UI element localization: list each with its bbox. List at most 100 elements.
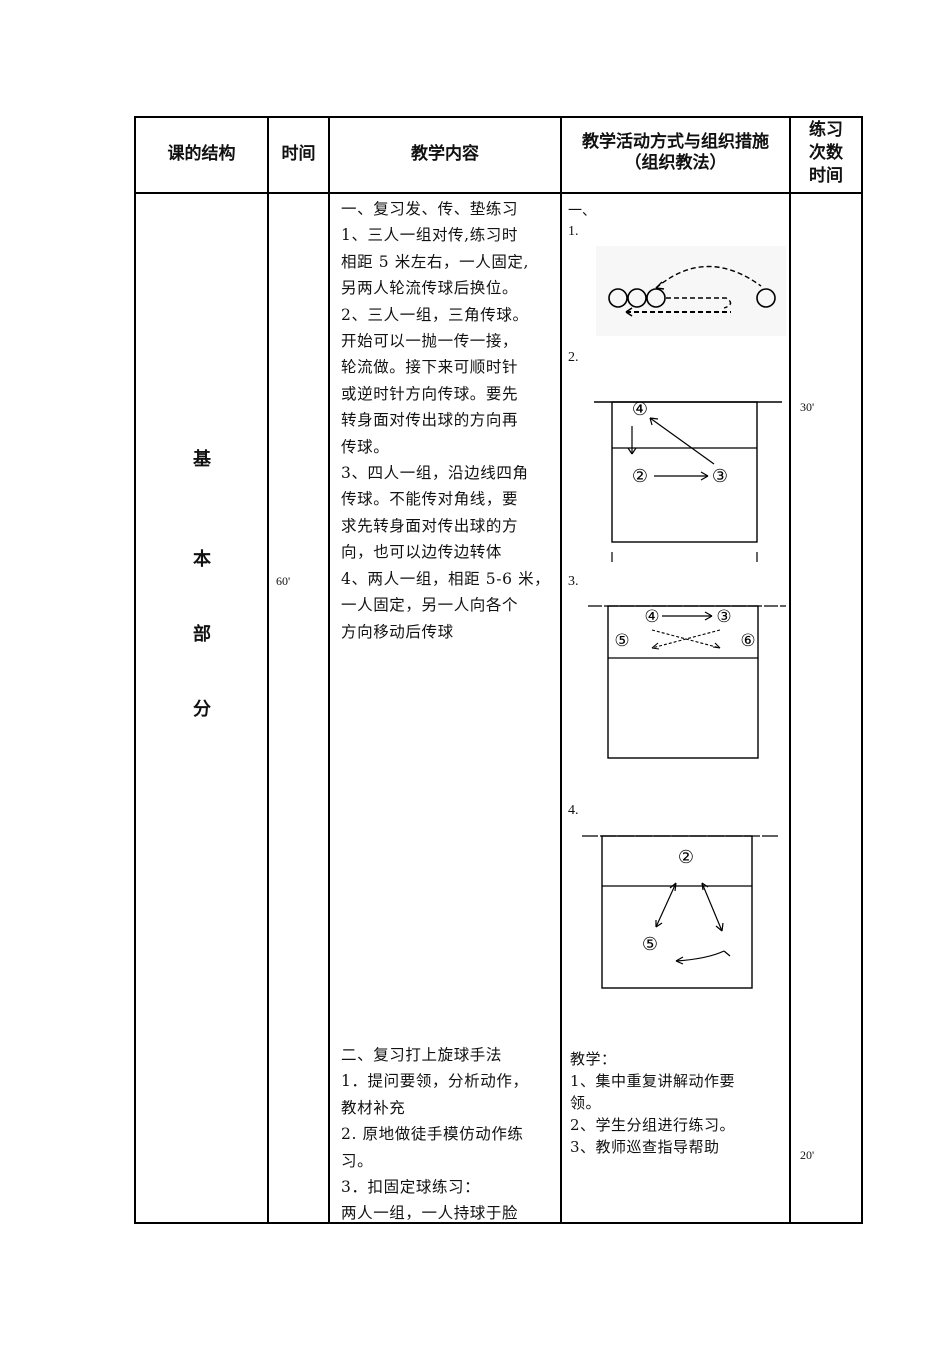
header-structure: 课的结构 xyxy=(167,144,236,164)
content-line: 3、四人一组，沿边线四角 xyxy=(341,464,529,483)
col-divider-4 xyxy=(789,118,791,1222)
header-practice-line1: 练习 xyxy=(809,120,843,140)
diagram-label-4: 4. xyxy=(568,803,579,818)
content-line: 转身面对传出球的方向再 xyxy=(341,411,519,430)
player-4-label: ④ xyxy=(632,399,648,420)
content-line: 2、三人一组，三角传球。 xyxy=(341,305,529,324)
content-line: 轮流做。接下来可顺时针 xyxy=(341,358,519,377)
section-char-2: 本 xyxy=(193,549,211,570)
content-line: 或逆时针方向传球。要先 xyxy=(341,384,519,403)
pass-arrow xyxy=(655,882,677,928)
pass-arrow xyxy=(701,882,723,932)
content-line: 开始可以一抛一传一接， xyxy=(341,332,519,351)
player-circle xyxy=(646,288,666,308)
arrow-head xyxy=(669,882,677,892)
header-activity: 教学活动方式与组织措施 （组织教法） xyxy=(562,132,789,174)
player-2-label: ② xyxy=(678,847,694,868)
pass-arrow xyxy=(675,950,725,962)
activity-head: 一、 xyxy=(568,204,596,219)
arrow-head xyxy=(655,281,665,290)
col-divider-3 xyxy=(560,118,562,1222)
diagram-3-court: ④ ③ ⑤ ⑥ xyxy=(588,605,786,759)
section-char-3: 部 xyxy=(193,624,211,645)
cross-pass xyxy=(651,629,721,649)
arrow-head xyxy=(701,882,709,891)
arrow-head xyxy=(700,471,709,481)
arrow-head xyxy=(627,447,637,455)
arrow-head xyxy=(675,956,684,965)
player-3-label: ③ xyxy=(716,607,731,627)
activity-line: 1、集中重复讲解动作要 xyxy=(570,1072,736,1090)
player-5-label: ⑤ xyxy=(614,631,629,651)
diagram-label-3: 3. xyxy=(568,574,579,589)
practice-time-a: 30' xyxy=(800,400,815,414)
content-line: 教材补充 xyxy=(341,1098,406,1117)
player-circle xyxy=(756,288,776,308)
content-line: 1、三人一组对传,练习时 xyxy=(341,226,518,245)
court-boundary xyxy=(611,401,758,543)
arrow-head xyxy=(655,920,663,928)
header-practice-line2: 次数 xyxy=(809,143,843,163)
arrow-head xyxy=(715,922,724,932)
activity-teaching: 教学：1、集中重复讲解动作要领。2、学生分组进行练习。3、教师巡查指导帮助 xyxy=(570,1048,792,1158)
header-practice: 练习 次数 时间 xyxy=(791,119,861,188)
diagram-label-2: 2. xyxy=(568,350,579,365)
content-line: 2. 原地做徒手模仿动作练 xyxy=(341,1125,524,1144)
arrow-head xyxy=(704,611,713,621)
content-line: 一、复习发、传、垫练习 xyxy=(341,200,519,218)
diagram-1-triangle-pass xyxy=(596,246,786,336)
arrow-head xyxy=(625,307,633,317)
content-line: 习。 xyxy=(341,1151,374,1170)
activity-line: 3、教师巡查指导帮助 xyxy=(570,1138,720,1156)
content-line: 传球。不能传对角线，要 xyxy=(341,490,519,509)
practice-time-b: 20' xyxy=(800,1148,815,1162)
content-line: 向，也可以边传边转体 xyxy=(341,543,503,562)
arrow-head xyxy=(651,642,660,650)
content-line: 二、复习打上旋球手法 xyxy=(341,1046,503,1064)
col-divider-1 xyxy=(267,118,269,1222)
diagram-label-1: 1. xyxy=(568,224,579,239)
header-divider xyxy=(136,192,861,194)
header-activity-line2: （组织教法） xyxy=(624,153,727,173)
player-circle xyxy=(608,288,628,308)
content-line: 3．扣固定球练习： xyxy=(341,1178,481,1197)
content-part-one: 一、复习发、传、垫练习 1、三人一组对传,练习时相距 5 米左右，一人固定, 另两人… xyxy=(341,196,559,645)
activity-line: 领。 xyxy=(570,1094,602,1112)
court-boundary xyxy=(607,605,759,759)
section-char-1: 基 xyxy=(193,449,211,470)
pass-arrow xyxy=(649,417,715,465)
player-circle xyxy=(627,288,647,308)
player-4-label: ④ xyxy=(644,607,659,627)
player-5-label: ⑤ xyxy=(642,934,658,955)
pass-arrow xyxy=(655,265,762,289)
content-line: 方向移动后传球 xyxy=(341,622,454,641)
col-divider-2 xyxy=(328,118,330,1222)
header-time: 时间 xyxy=(281,144,316,164)
content-line: 相距 5 米左右，一人固定, xyxy=(341,252,530,271)
content-part-two: 二、复习打上旋球手法 1．提问要领，分析动作， 教材补充 2. 原地做徒手模仿动作练习… xyxy=(341,1042,559,1227)
content-line: 另两人轮流传球后换位。 xyxy=(341,279,519,298)
header-content: 教学内容 xyxy=(411,144,479,164)
arrow-head xyxy=(712,642,721,649)
content-line: 一人固定，另一人向各个 xyxy=(341,596,519,615)
diagram-1-bg xyxy=(596,246,786,336)
arrow-head xyxy=(649,417,659,426)
section-char-4: 分 xyxy=(193,699,211,720)
diagram-2-court: ④ ② ③ xyxy=(594,399,782,562)
section-time: 60' xyxy=(276,574,291,588)
content-line: 两人一组，一人持球于脸 xyxy=(341,1204,519,1223)
player-6-label: ⑥ xyxy=(740,631,755,651)
lesson-plan-table: 课的结构 时间 教学内容 教学活动方式与组织措施 （组织教法） 练习 次数 时间… xyxy=(134,116,863,1224)
content-line: 1．提问要领，分析动作， xyxy=(341,1072,529,1091)
content-line: 传球。 xyxy=(341,437,390,456)
header-activity-line1: 教学活动方式与组织措施 xyxy=(582,132,769,152)
tick xyxy=(723,950,731,957)
player-2-label: ② xyxy=(632,466,648,487)
content-line: 求先转身面对传出球的方 xyxy=(341,516,519,535)
activity-line: 2、学生分组进行练习。 xyxy=(570,1116,736,1134)
content-line: 4、两人一组，相距 5-6 米， xyxy=(341,569,551,588)
run-arrow xyxy=(666,297,732,309)
header-practice-line3: 时间 xyxy=(809,166,843,186)
diagram-4-court: ② ⑤ xyxy=(582,835,778,989)
player-3-label: ③ xyxy=(712,466,728,487)
